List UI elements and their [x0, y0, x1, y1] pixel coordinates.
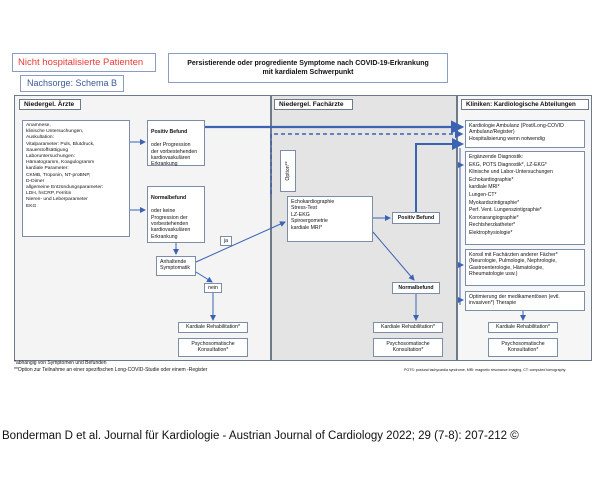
column-header-gp: Niedergel. Ärzte: [19, 99, 81, 110]
clinic-rehab-box: Kardiale Rehabilitation*: [488, 322, 558, 333]
column-header-cardio: Niedergel. Fachärzte: [274, 99, 353, 110]
footnote-left: *abhängig von Symptomen und Befunden **O…: [14, 360, 208, 373]
gp-psycho-box: Psychosomatische Konsultation*: [178, 338, 248, 357]
cardio-tests-box: Echokardiographie Stress-Test LZ-EKG Spi…: [287, 196, 373, 242]
arrow-tests-to-normal: [372, 231, 415, 281]
arrow-persistent-to-no: [195, 271, 213, 283]
arrow-persistent-to-cardio: [195, 221, 286, 263]
clinic-ambulance-box: Kardiologie Ambulanz (Post/Long-COVID Am…: [465, 120, 585, 148]
gp-positive-title: Positiv Befund: [151, 129, 188, 136]
clinic-optimize-box: Optimierung der medikamentösen (evtl. in…: [465, 291, 585, 311]
gp-normal-title: Normalbefund: [151, 195, 187, 202]
arrow-option-dashed: [270, 129, 464, 194]
gp-positive-text: oder Progression der vorbestehenden kard…: [151, 142, 198, 168]
clinic-consult-box: Konsil mit Fachärzten anderer Fächer* (N…: [465, 249, 585, 286]
gp-normal-text: oder keine Progression der vorbestehende…: [151, 208, 191, 240]
clinic-diagnostics-box: Ergänzende Diagnostik: EKG, POTS Diagnos…: [465, 151, 585, 245]
gp-no-label: nein: [204, 283, 222, 293]
option-study-label: Option**: [280, 150, 296, 192]
citation: Bonderman D et al. Journal für Kardiolog…: [2, 430, 519, 442]
title-not-hospitalized: Nicht hospitalisierte Patienten: [12, 53, 156, 72]
gp-workup-box: Anamnese, klinische Untersuchungen, Ausk…: [22, 120, 130, 237]
gp-normal-finding-box: Normalbefund oder keine Progression der …: [147, 186, 205, 243]
gp-yes-label: ja: [220, 236, 232, 246]
cardio-normal-box: Normalbefund: [392, 282, 440, 294]
cardio-psycho-box: Psychosomatische Konsultation*: [373, 338, 443, 357]
title-followup-scheme: Nachsorge: Schema B: [20, 75, 124, 92]
column-header-clinic: Kliniken: Kardiologische Abteilungen: [461, 99, 589, 110]
gp-rehab-box: Kardiale Rehabilitation*: [178, 322, 248, 333]
cardio-positive-box: Positiv Befund: [392, 212, 440, 224]
footnote-abbreviations: POTS: postural tachycardia syndrome, MRI…: [404, 368, 567, 372]
cardio-rehab-box: Kardiale Rehabilitation*: [373, 322, 443, 333]
gp-persistent-symptoms-box: Anhaltende Symptomatik: [156, 256, 196, 276]
clinic-psycho-box: Psychosomatische Konsultation*: [488, 338, 558, 357]
main-title: Persistierende oder progrediente Symptom…: [168, 53, 448, 83]
arrow-cardio-positive-to-clinic: [415, 138, 464, 212]
gp-positive-finding-box: Positiv Befund oder Progression der vorb…: [147, 120, 205, 168]
